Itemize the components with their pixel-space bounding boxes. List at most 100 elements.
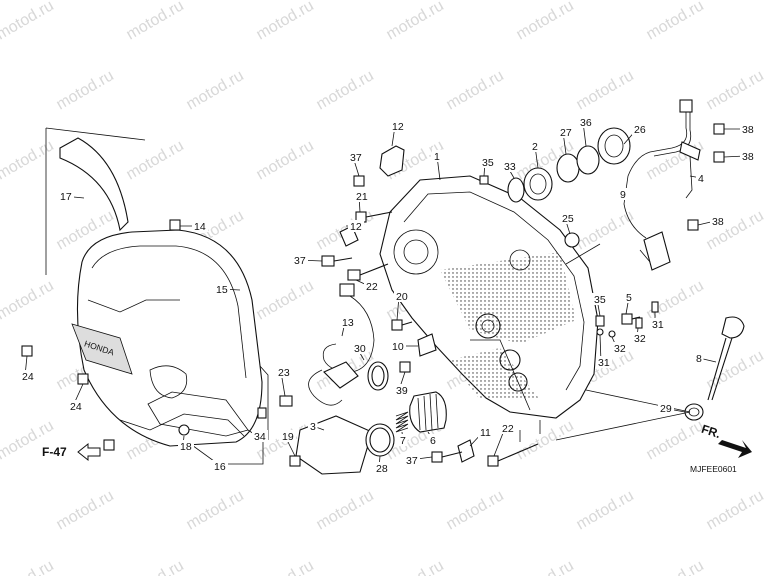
part-callout-15: 15 [216, 284, 228, 296]
callout-background [592, 293, 608, 305]
watermark-text: motod.ru [514, 0, 577, 43]
watermark-text: motod.ru [514, 417, 577, 463]
callout-background [624, 291, 634, 303]
part-callout-22: 22 [502, 423, 514, 435]
callout-background [58, 190, 74, 202]
dipstick [721, 316, 745, 339]
part-callout-33: 33 [504, 161, 516, 173]
watermark-text: motod.ru [124, 137, 187, 183]
watermark-text: motod.ru [124, 0, 187, 43]
watermark-text: motod.ru [444, 67, 507, 113]
callout-background [212, 460, 228, 472]
part-callout-27: 27 [560, 127, 572, 139]
part-callout-24: 24 [70, 401, 82, 413]
part-callout-14: 14 [194, 221, 206, 233]
watermark-text: motod.ru [254, 137, 317, 183]
callout-background [364, 280, 380, 292]
watermark-text: motod.ru [184, 487, 247, 533]
diagram-code: MJFEE0601 [690, 464, 737, 474]
cover-emblem [71, 323, 133, 375]
callout-background [428, 434, 438, 446]
watermark-text: motod.ru [0, 277, 57, 323]
part-callout-29: 29 [660, 403, 672, 415]
callout-layer: 1714152424181634371221123722133023201039… [20, 116, 756, 475]
callout-background [596, 356, 612, 368]
callout-background [276, 366, 292, 378]
callout-background [394, 290, 410, 302]
part-callout-12: 12 [350, 221, 362, 233]
callout-background [348, 220, 364, 232]
part-callout-18: 18 [180, 441, 192, 453]
part-callout-13: 13 [342, 317, 354, 329]
part-callout-20: 20 [396, 291, 408, 303]
emblem-plate [59, 137, 129, 232]
callout-background [214, 283, 230, 295]
part-callout-17: 17 [60, 191, 72, 203]
part-callout-30: 30 [354, 343, 366, 355]
callout-background [354, 190, 370, 202]
part-callout-37: 37 [350, 152, 362, 164]
callout-background [696, 172, 706, 184]
watermark-text: motod.ru [704, 487, 767, 533]
callout-background [398, 434, 408, 446]
watermark-text: motod.ru [644, 557, 707, 576]
callout-background [632, 332, 648, 344]
part-callout-4: 4 [698, 173, 704, 185]
callout-background [500, 422, 516, 434]
reference-arrow: F-47 [42, 442, 101, 462]
watermark-text: motod.ru [704, 347, 767, 393]
watermark-text: motod.ru [644, 417, 707, 463]
callout-background [578, 116, 594, 128]
part-callout-25: 25 [562, 213, 574, 225]
callout-background [612, 342, 628, 354]
callout-background [192, 220, 208, 232]
part-callout-32: 32 [614, 343, 626, 355]
bracket [379, 145, 405, 177]
part-callout-35: 35 [482, 157, 494, 169]
part-callout-38: 38 [742, 124, 754, 136]
callout-background [560, 212, 576, 224]
part-callout-39: 39 [396, 385, 408, 397]
callout-background [374, 462, 390, 474]
part-callout-21: 21 [356, 191, 368, 203]
callout-background [352, 342, 368, 354]
callout-background [432, 150, 442, 162]
part-callout-7: 7 [400, 435, 406, 447]
callout-background [308, 420, 318, 432]
callout-background [710, 215, 726, 227]
front-marker-label: FR. [700, 422, 723, 441]
watermark-text: motod.ru [54, 67, 117, 113]
part-callout-24: 24 [22, 371, 34, 383]
watermark-text: motod.ru [574, 67, 637, 113]
callout-background [740, 150, 756, 162]
callout-background [658, 402, 674, 414]
watermark-text: motod.ru [704, 67, 767, 113]
oil-filter [409, 391, 447, 433]
part-callout-31: 31 [598, 357, 610, 369]
part-callout-37: 37 [294, 255, 306, 267]
part-callout-9: 9 [620, 189, 626, 201]
callout-background [694, 352, 704, 364]
callout-background [68, 400, 84, 412]
callout-background [20, 370, 36, 382]
part-callout-19: 19 [282, 431, 294, 443]
reference-label: F-47 [42, 445, 67, 459]
part-callout-2: 2 [532, 141, 538, 153]
callout-background [502, 160, 518, 172]
watermark-text: motod.ru [444, 487, 507, 533]
callout-background [558, 126, 574, 138]
watermark-text: motod.ru [384, 557, 447, 576]
part-callout-37: 37 [406, 455, 418, 467]
wire-harness [623, 112, 688, 239]
part-callout-38: 38 [712, 216, 724, 228]
sensor [339, 283, 355, 297]
watermark-text: motod.ru [0, 0, 57, 43]
watermark-text: motod.ru [574, 487, 637, 533]
crankcase-cover [379, 175, 599, 419]
watermark-text: motod.ru [314, 487, 377, 533]
callout-background [530, 140, 540, 152]
part-callout-34: 34 [254, 431, 266, 443]
callout-background [632, 123, 648, 135]
part-callout-26: 26 [634, 124, 646, 136]
callout-background [252, 430, 268, 442]
